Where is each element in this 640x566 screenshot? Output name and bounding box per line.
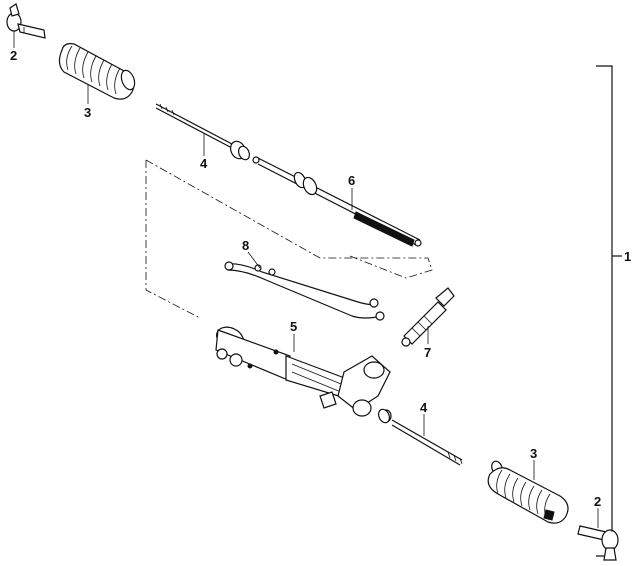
leader-8 — [247, 251, 261, 269]
callout-3-bottom: 3 — [530, 446, 537, 461]
pressure-lines — [224, 261, 385, 321]
callout-8: 8 — [242, 238, 249, 253]
kit-outline — [145, 159, 433, 319]
valve-fitting — [401, 287, 455, 347]
outer-tie-rod-end-top — [6, 3, 46, 40]
assembly-bracket — [596, 65, 622, 557]
callout-4-top: 4 — [200, 156, 208, 171]
callout-1: 1 — [624, 249, 631, 264]
callout-6: 6 — [348, 173, 355, 188]
inner-tie-rod-bottom — [377, 408, 463, 466]
boot-bottom — [487, 460, 569, 524]
callout-5: 5 — [290, 319, 297, 334]
inner-tie-rod-top — [155, 103, 251, 161]
callout-3-top: 3 — [84, 105, 91, 120]
callout-2-top: 2 — [10, 48, 17, 63]
gear-housing — [215, 326, 392, 423]
callout-2-bottom: 2 — [594, 494, 601, 509]
rack — [252, 156, 422, 247]
callout-4-bottom: 4 — [420, 400, 428, 415]
callout-7: 7 — [424, 345, 431, 360]
outer-tie-rod-end-bottom — [577, 525, 619, 561]
boot-top — [58, 43, 136, 100]
